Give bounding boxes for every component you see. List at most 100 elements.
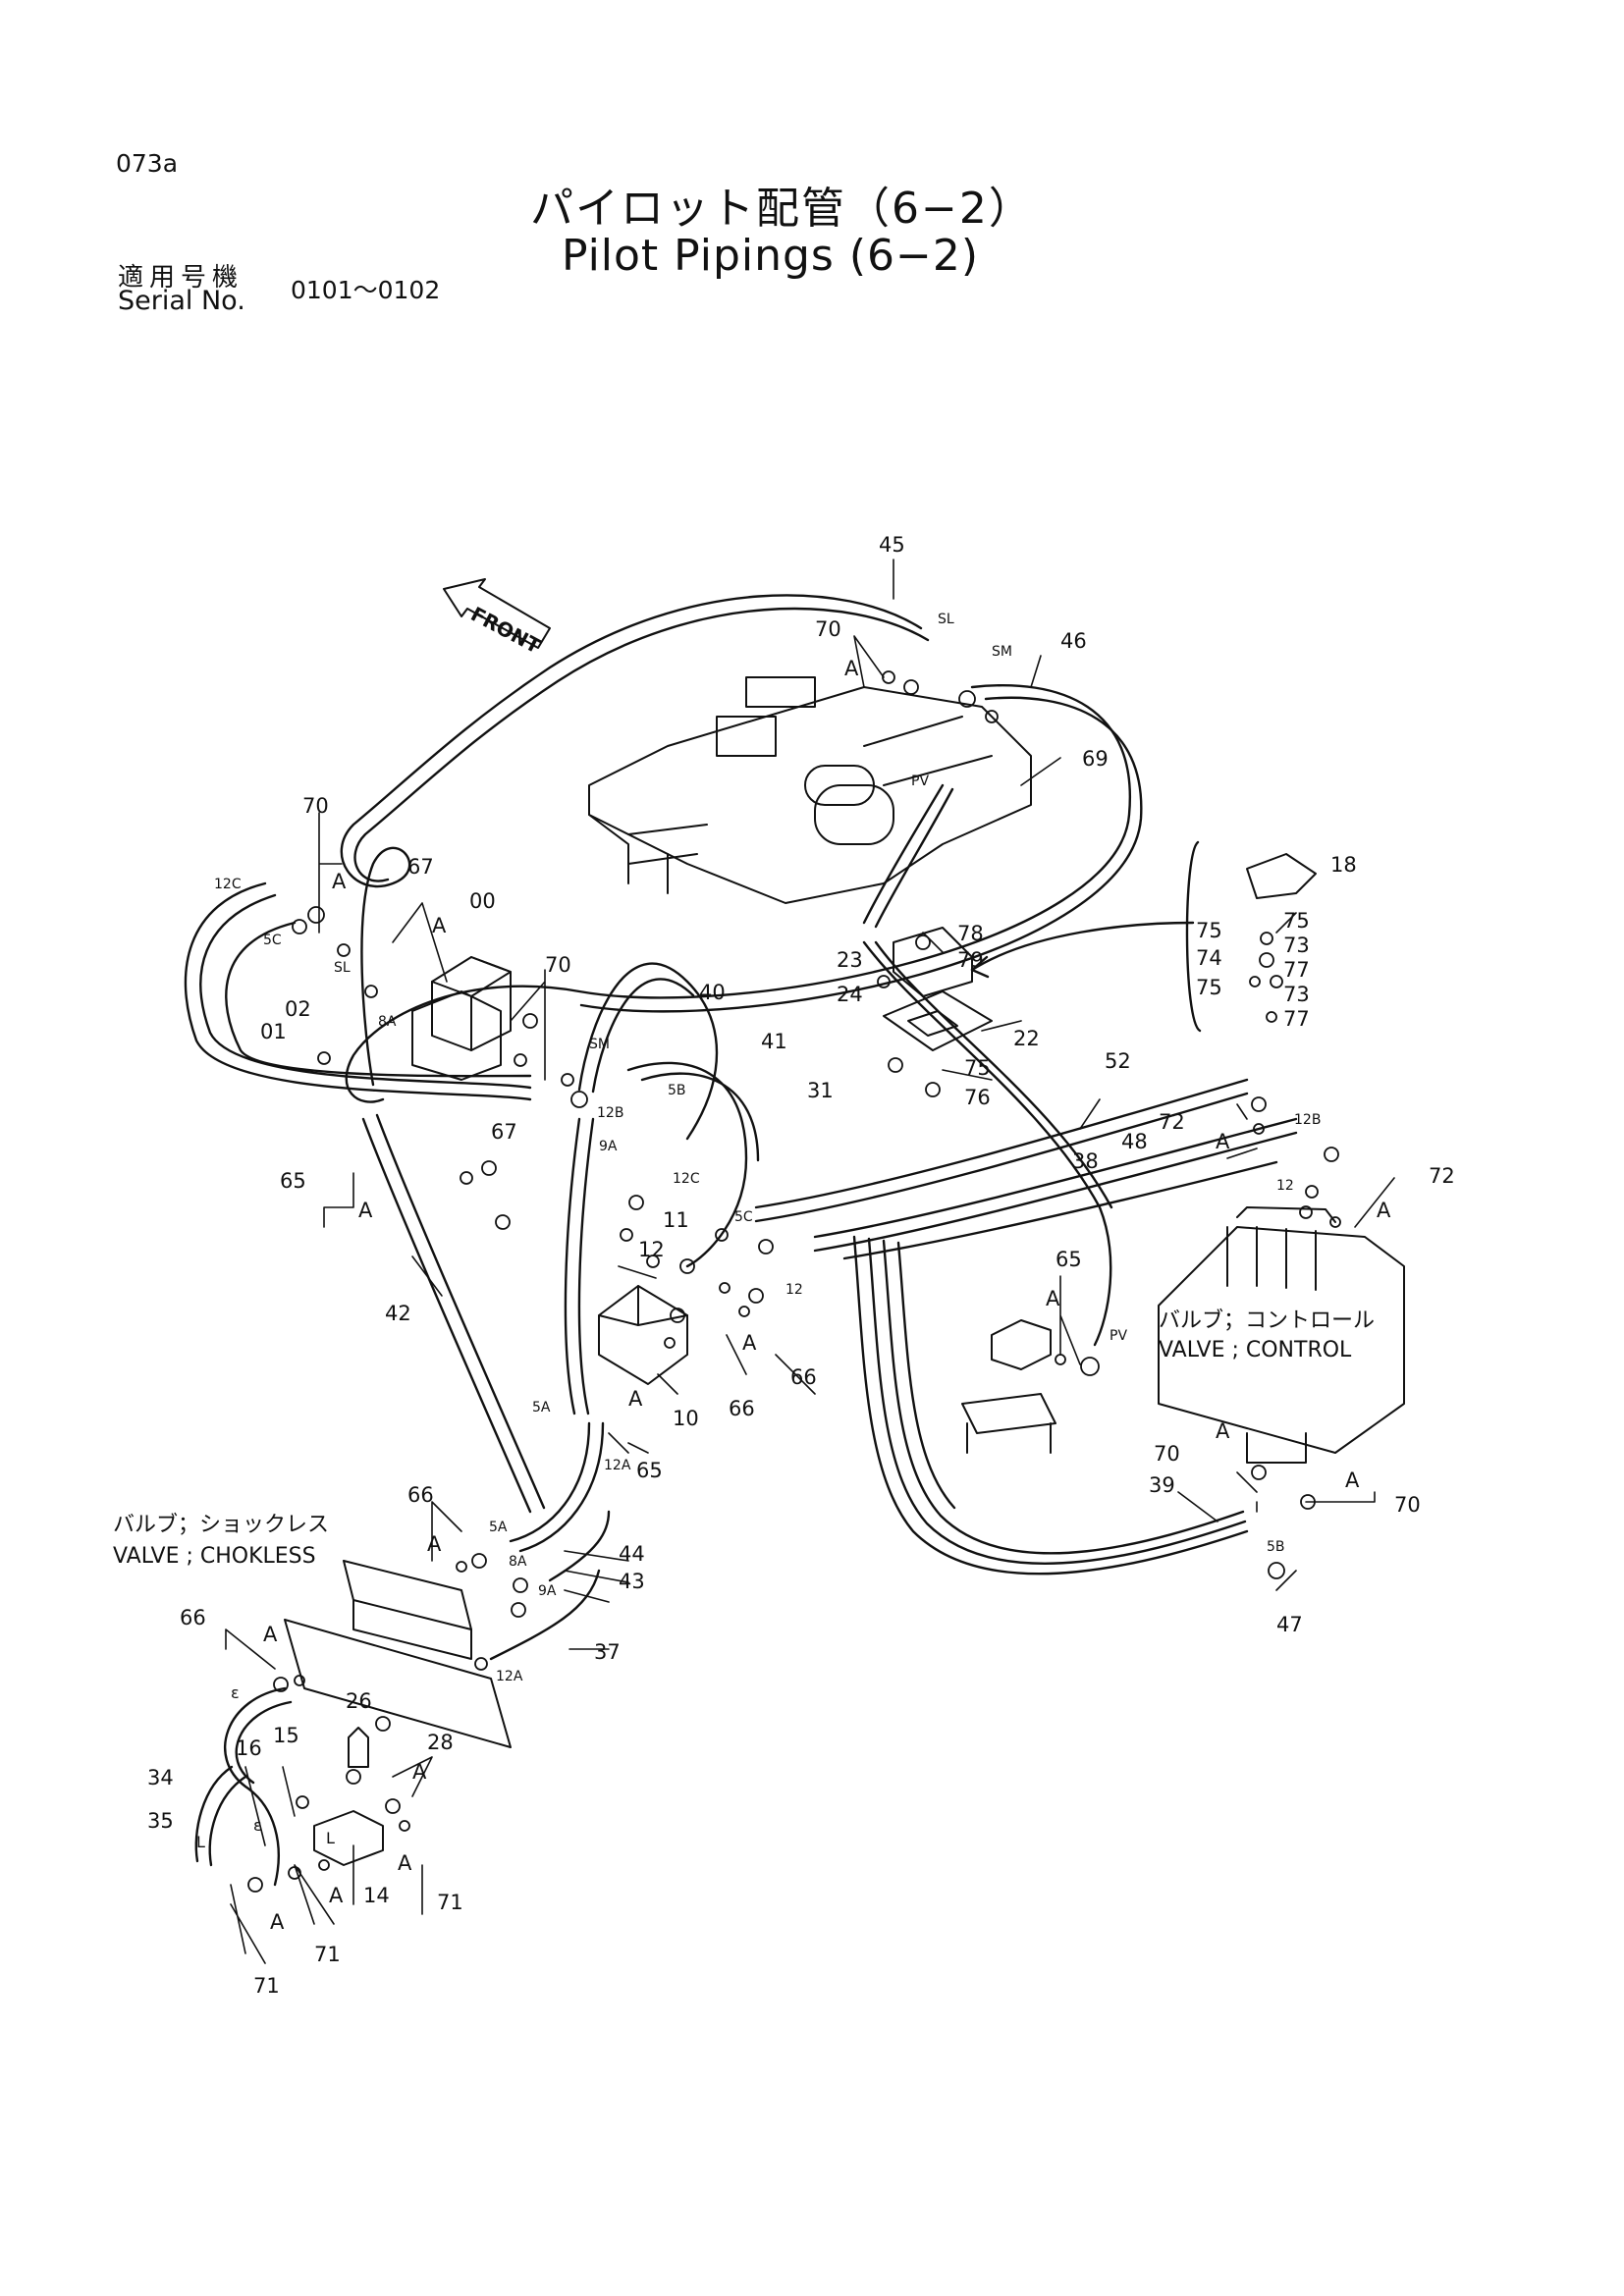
label-12a: 12A — [604, 1458, 631, 1473]
valve-control-label-en: VALVE ; CONTROL — [1159, 1338, 1352, 1362]
label-72a: 72 — [1159, 1110, 1185, 1134]
label-66c: 66 — [407, 1483, 434, 1507]
label-38: 38 — [1072, 1149, 1099, 1173]
label-75a: 75 — [1283, 909, 1310, 933]
label-sl2: SL — [334, 960, 351, 976]
label-71a: 71 — [437, 1891, 463, 1914]
label-46: 46 — [1060, 629, 1087, 653]
hose-45 — [340, 594, 930, 1087]
label-39: 39 — [1149, 1473, 1175, 1497]
hose-46 — [345, 683, 1143, 1103]
label-a2: A — [332, 870, 347, 893]
label-15: 15 — [273, 1724, 299, 1747]
label-70c: 70 — [545, 953, 571, 977]
label-a8: A — [742, 1331, 757, 1355]
label-78: 78 — [957, 922, 984, 945]
label-47: 47 — [1276, 1613, 1303, 1636]
label-23: 23 — [837, 948, 863, 972]
label-44: 44 — [619, 1542, 645, 1566]
label-66b: 66 — [729, 1397, 755, 1420]
label-5a2: 5A — [489, 1520, 508, 1535]
inset-bracket — [970, 840, 1317, 1033]
label-75c: 75 — [1196, 976, 1222, 999]
fittings — [247, 670, 1341, 1893]
label-12b2: 12B — [597, 1105, 623, 1121]
label-70d: 70 — [1154, 1442, 1180, 1466]
label-67b: 67 — [491, 1120, 517, 1144]
valve-chokeless-label-jp: バルブ；ショックレス — [113, 1513, 329, 1537]
label-01: 01 — [260, 1020, 287, 1043]
label-14: 14 — [363, 1884, 390, 1907]
label-a5: A — [1377, 1199, 1391, 1222]
page-id: 073a — [116, 149, 179, 178]
label-12c: 12C — [214, 877, 242, 892]
label-a7: A — [1046, 1287, 1060, 1310]
label-9a: 9A — [599, 1139, 618, 1154]
label-37: 37 — [594, 1640, 621, 1664]
label-66d: 66 — [180, 1606, 206, 1629]
label-76: 76 — [964, 1086, 991, 1109]
label-12a2: 12A — [496, 1669, 523, 1684]
label-pv2: PV — [1110, 1328, 1127, 1344]
serial-label-jp: 適用号機 — [118, 263, 244, 293]
label-a9: A — [628, 1387, 643, 1411]
label-79: 79 — [957, 948, 984, 972]
label-73a: 73 — [1283, 934, 1310, 957]
label-43: 43 — [619, 1570, 645, 1593]
front-label: FRONT — [467, 602, 545, 658]
pump-assembly — [588, 676, 1032, 904]
label-8a2: 8A — [509, 1554, 527, 1570]
label-5b: 5B — [668, 1083, 686, 1098]
label-35: 35 — [147, 1809, 174, 1833]
label-12a: 12 — [1276, 1178, 1294, 1194]
label-a14: A — [412, 1760, 427, 1784]
label-34: 34 — [147, 1766, 174, 1789]
label-65b: 65 — [1056, 1248, 1082, 1271]
label-a3: A — [432, 914, 447, 937]
label-66a: 66 — [790, 1365, 817, 1389]
hose-52-48-38 — [754, 1078, 1298, 1260]
label-40: 40 — [699, 981, 726, 1004]
label-5c: 5C — [263, 933, 282, 948]
label-e1: ε — [231, 1683, 240, 1702]
label-12b: 12 — [638, 1238, 665, 1261]
hose-34-35 — [194, 1686, 293, 1887]
label-02: 02 — [285, 997, 311, 1021]
label-5c2: 5C — [734, 1209, 753, 1225]
label-24: 24 — [837, 983, 863, 1006]
label-a13: A — [263, 1623, 278, 1646]
label-31: 31 — [807, 1079, 834, 1102]
valve-small-pv — [961, 1319, 1056, 1454]
label-70a: 70 — [815, 617, 841, 641]
label-71c: 71 — [253, 1974, 280, 1998]
label-12c2: 12C — [673, 1171, 700, 1187]
manifold-10 — [598, 1285, 688, 1385]
valve-chokeless-label-en: VALVE ; CHOKLESS — [113, 1544, 316, 1569]
valve-control-label-jp: バルブ；コントロール — [1159, 1308, 1375, 1333]
page-title-en: Pilot Pipings (6−2) — [562, 231, 980, 281]
hose-40-41 — [577, 962, 760, 1268]
label-65c: 65 — [636, 1459, 663, 1482]
label-sm: SM — [992, 644, 1012, 660]
label-71b: 71 — [314, 1943, 341, 1966]
label-e2: ε — [253, 1816, 262, 1835]
label-8a: 8A — [378, 1014, 397, 1030]
label-l1: L — [196, 1833, 205, 1851]
label-12c: 12 — [785, 1282, 803, 1298]
valve-block-00 — [411, 956, 512, 1081]
label-10: 10 — [673, 1407, 699, 1430]
bracket-22 — [883, 927, 993, 1051]
label-41: 41 — [761, 1030, 787, 1053]
hose-39-47 — [852, 1235, 1249, 1575]
label-sm2: SM — [589, 1037, 610, 1052]
label-a15: A — [329, 1884, 344, 1907]
label-a4: A — [1216, 1130, 1230, 1153]
label-l2: L — [326, 1829, 335, 1847]
serial-label-en: Serial No. — [118, 286, 245, 316]
label-69: 69 — [1082, 747, 1109, 771]
control-valve — [1158, 1206, 1405, 1464]
label-70b: 70 — [302, 794, 329, 818]
label-pv: PV — [911, 774, 929, 789]
hose-pv — [862, 783, 1113, 1347]
